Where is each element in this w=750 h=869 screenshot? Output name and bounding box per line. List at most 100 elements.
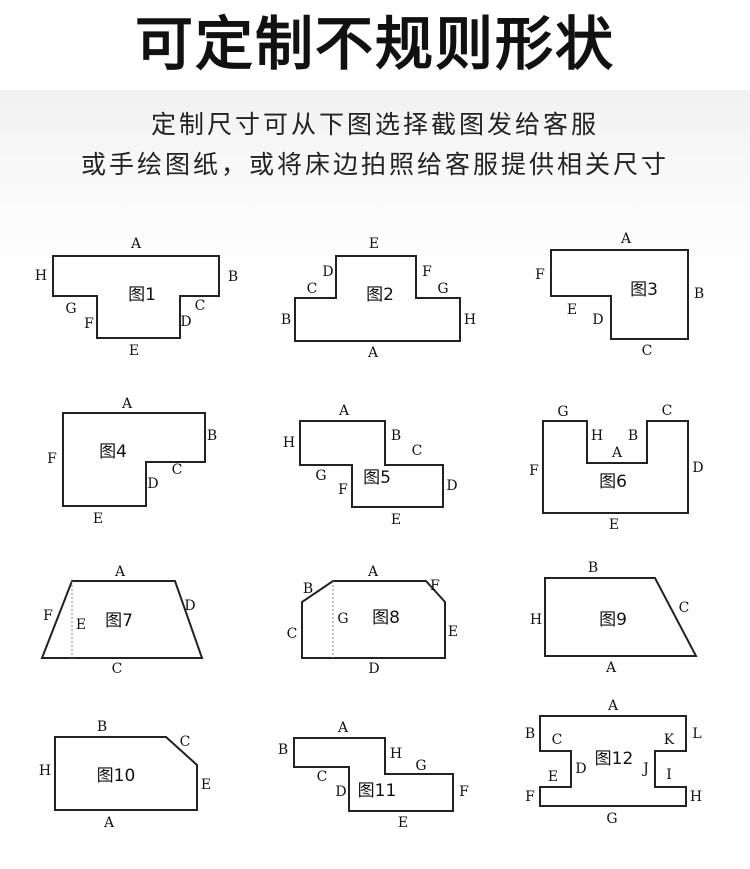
subtitle-line-1: 定制尺寸可从下图选择截图发给客服: [150, 110, 599, 139]
figure-6: 图6 G C H B A F D E: [529, 403, 703, 533]
figure-12-edge-l: L: [692, 726, 701, 742]
figure-3-edge-a: A: [620, 231, 632, 247]
figure-11-edge-b: B: [278, 742, 288, 758]
figure-5-edge-h: H: [283, 435, 295, 451]
figure-8-edge-e: E: [448, 624, 458, 640]
figure-2-edge-f: F: [422, 264, 432, 280]
figure-2-edge-b: B: [281, 312, 291, 328]
figure-8: 图8 B A F C G E D: [287, 564, 458, 677]
figure-5-edge-d: D: [446, 478, 457, 494]
figure-5-edge-g: G: [315, 468, 326, 484]
figure-5-edge-b: B: [391, 428, 401, 444]
figure-7-label: 图7: [105, 611, 133, 631]
figure-4-edge-e: E: [93, 511, 103, 527]
figure-12-shape: [539, 715, 687, 807]
figure-6-edge-g: G: [557, 404, 568, 420]
figure-10-shape: [54, 736, 198, 811]
figure-4-edge-a: A: [121, 396, 133, 412]
figure-1-edge-c: C: [195, 298, 206, 314]
figure-12-edge-a: A: [607, 698, 619, 714]
figure-11-edge-e: E: [398, 815, 408, 831]
figure-5-edge-a: A: [338, 403, 350, 419]
figure-10-edge-c: C: [180, 734, 191, 750]
figure-4-edge-b: B: [207, 428, 217, 444]
figure-7: 图7 A F E D C: [40, 564, 204, 677]
figure-12-edge-f: F: [525, 789, 535, 805]
figure-8-edge-a: A: [367, 564, 379, 580]
figure-10-label: 图10: [97, 766, 136, 786]
figure-2-label: 图2: [366, 285, 394, 305]
figure-11: 图11 A B H G C D F E: [278, 720, 469, 831]
figure-4-edge-d: D: [147, 476, 158, 492]
figure-9-edge-c: C: [679, 600, 690, 616]
figure-8-edge-c: C: [287, 626, 298, 642]
figure-5-shape: [299, 420, 444, 508]
figure-6-shape: [542, 420, 689, 514]
figure-12-edge-c: C: [552, 732, 563, 748]
figure-3-label: 图3: [630, 280, 658, 300]
figure-1-edge-e: E: [129, 343, 139, 359]
figure-1-shape: [52, 255, 220, 339]
figure-2: 图2 E D F C G B H A: [281, 236, 476, 361]
figure-3-edge-d: D: [592, 312, 603, 328]
figure-4-edge-f: F: [47, 451, 57, 467]
figure-4: 图4 A B F C D E: [47, 396, 217, 527]
figure-7-edge-d: D: [184, 598, 195, 614]
figure-1-edge-f: F: [84, 316, 94, 332]
figure-8-edge-d: D: [368, 661, 379, 677]
figure-6-edge-e: E: [609, 517, 619, 533]
page-title: 可定制不规则形状: [134, 10, 615, 78]
figure-2-edge-h: H: [464, 312, 476, 328]
figure-3-shape: [550, 249, 689, 340]
figure-7-edge-a: A: [114, 564, 126, 580]
figure-7-edge-e: E: [76, 617, 86, 633]
subtitle-line-2: 或手绘图纸，或将床边拍照给客服提供相关尺寸: [80, 150, 669, 179]
figure-11-label: 图11: [358, 781, 397, 801]
figure-12: 图12 A B C K L D E J I F H G: [525, 698, 702, 827]
figure-2-edge-c: C: [307, 281, 318, 297]
figure-6-edge-b: B: [628, 428, 638, 444]
figure-9: 图9 B H C A: [530, 560, 698, 676]
figure-9-shape: [544, 577, 698, 657]
figure-6-label: 图6: [599, 472, 627, 492]
figure-5: 图5 A H B C G F D E: [283, 403, 458, 528]
figure-10: 图10 B C H E A: [39, 719, 211, 831]
figure-9-label: 图9: [599, 610, 627, 630]
figure-2-shape: [294, 255, 461, 342]
figure-8-shape: [301, 580, 446, 659]
figure-6-edge-f: F: [529, 463, 539, 479]
figure-9-edge-h: H: [530, 612, 542, 628]
figure-11-edge-d: D: [335, 784, 346, 800]
figure-4-edge-c: C: [172, 462, 183, 478]
figure-12-label: 图12: [595, 749, 634, 769]
figure-8-label: 图8: [372, 608, 400, 628]
figure-2-edge-a: A: [367, 345, 379, 361]
figure-9-edge-b: B: [588, 560, 598, 576]
figure-10-edge-e: E: [201, 777, 211, 793]
figure-1-edge-h: H: [35, 268, 47, 284]
figure-10-edge-a: A: [103, 815, 115, 831]
figure-12-edge-e: E: [548, 769, 558, 785]
figure-11-edge-g: G: [415, 758, 426, 774]
figure-12-edge-j: J: [641, 761, 649, 777]
figure-2-edge-d: D: [322, 264, 333, 280]
figure-3-edge-b: B: [694, 286, 704, 302]
figure-1-label: 图1: [128, 285, 156, 305]
figure-12-edge-b: B: [525, 726, 535, 742]
figure-12-edge-k: K: [664, 732, 675, 748]
figure-5-edge-f: F: [338, 482, 348, 498]
figure-12-edge-h: H: [690, 789, 702, 805]
figure-1-edge-g: G: [65, 301, 76, 317]
figure-11-edge-c: C: [317, 769, 328, 785]
figure-5-edge-e: E: [391, 512, 401, 528]
figure-3: 图3 A F B E D C: [535, 231, 704, 359]
figure-11-edge-h: H: [390, 746, 402, 762]
figure-11-shape: [293, 737, 454, 812]
figure-3-edge-c: C: [642, 343, 653, 359]
figure-4-label: 图4: [99, 442, 127, 462]
figure-6-edge-c: C: [662, 403, 673, 419]
figure-12-edge-d: D: [575, 761, 586, 777]
figure-2-edge-e: E: [369, 236, 379, 252]
figure-5-label: 图5: [363, 468, 391, 488]
